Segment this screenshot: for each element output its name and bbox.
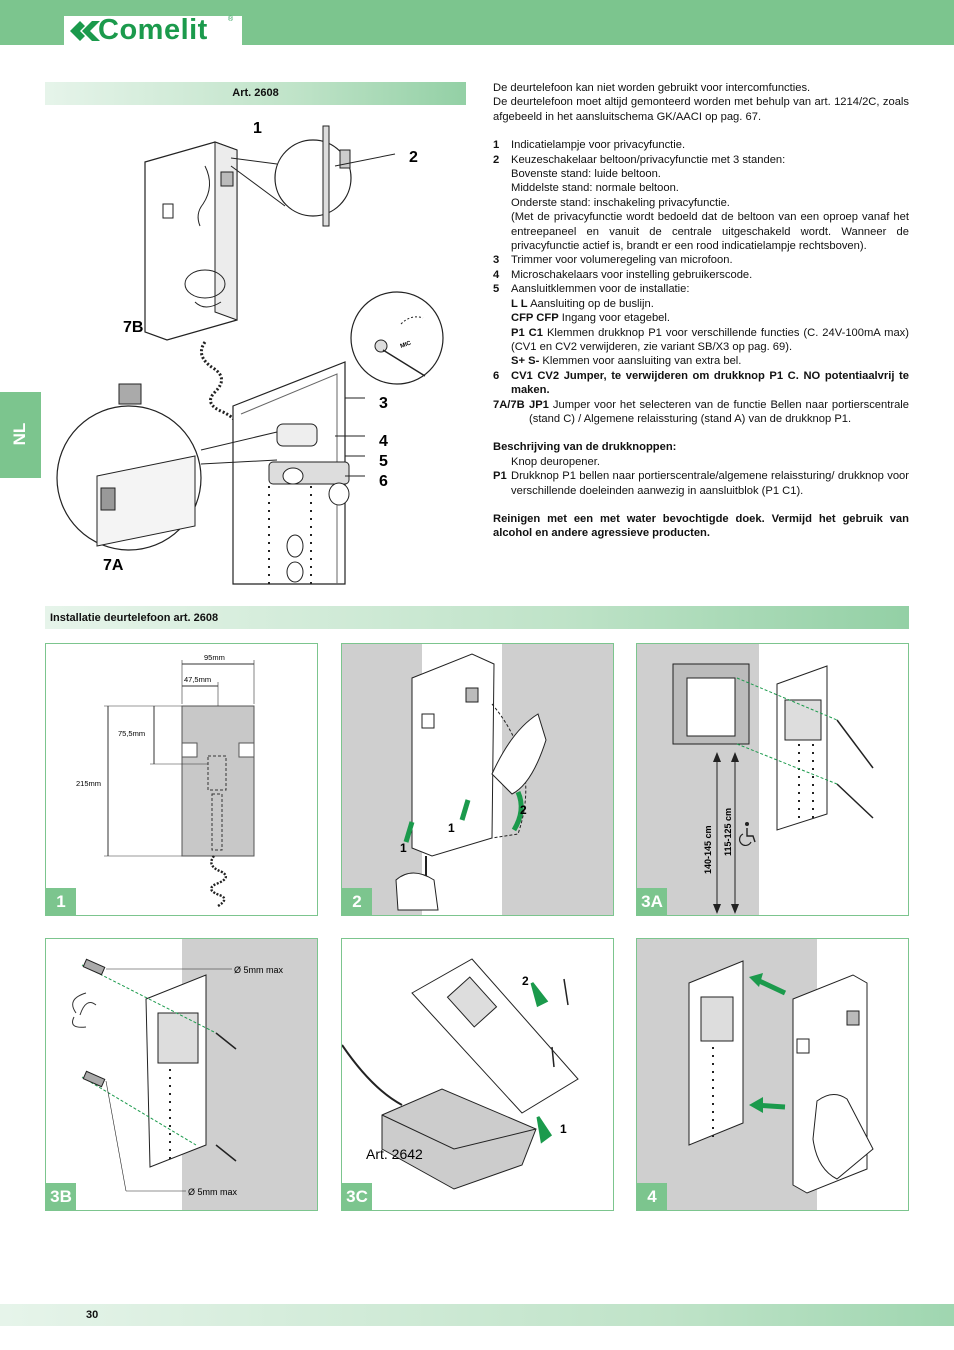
callout-5: 5 (379, 453, 388, 470)
registered-mark: ® (228, 16, 234, 23)
desk-base-drawing: Art. 2642 2 1 (342, 958, 579, 1190)
header-bar: Comelit ® (0, 0, 954, 46)
height-2: 115-125 cm (723, 808, 733, 856)
step-panel-3a: 140-145 cm 115-125 cm 3A (636, 643, 909, 916)
description-text: De deurtelefoon kan niet worden gebruikt… (493, 81, 909, 541)
callout-6: 6 (379, 473, 388, 490)
main-figure: 1 2 3 4 5 6 7B 7A MIC (45, 106, 466, 596)
callout-4: 4 (379, 433, 388, 450)
footer-bar: 30 (0, 1304, 954, 1326)
language-tab-label: NL (10, 422, 29, 446)
step-label: 2 (342, 888, 372, 915)
list-subitem: Middelste stand: normale beltoon. (511, 182, 679, 195)
step-panel-2: 1 1 2 2 (341, 643, 614, 916)
p2-step-2: 2 (520, 803, 527, 817)
list-subitem: Bovenste stand: luide beltoon. (511, 168, 661, 181)
step-label: 1 (46, 888, 76, 915)
intro-line-1: De deurtelefoon kan niet worden gebruikt… (493, 82, 811, 94)
dim-width: 95mm (204, 653, 225, 662)
list-subitem: Onderste stand: inschakeling privacyfunc… (511, 196, 730, 209)
callout-3: 3 (379, 395, 388, 412)
step-panel-4: 4 (636, 938, 909, 1211)
art-label: Art. 2642 (366, 1146, 423, 1162)
intro-line-2: De deurtelefoon moet altijd gemonteerd w… (493, 96, 909, 123)
height-1: 140-145 cm (703, 825, 713, 874)
dim-height: 215mm (76, 779, 101, 788)
section-title-installation: Installatie deurtelefoon art. 2608 (45, 606, 909, 629)
terminal-item: P1 C1 Klemmen drukknop P1 voor verschill… (511, 326, 909, 353)
brand-logo: Comelit ® (64, 14, 242, 46)
handset-drawing (144, 141, 238, 427)
step-panel-3b: Ø 5mm max Ø 5mm max 3B (45, 938, 318, 1211)
handset-diagram: 1 2 3 4 5 6 7B 7A MIC (56, 120, 444, 585)
p2-step-1: 1 (400, 841, 407, 855)
step-panel-3c: Art. 2642 2 1 3C (341, 938, 614, 1211)
callout-1: 1 (253, 120, 262, 137)
zoom-circle-switch (274, 139, 352, 217)
mic-label: MIC (400, 340, 413, 350)
terminal-item: CFP CFP Ingang voor etagebel. (511, 312, 670, 325)
wheelchair-icon (739, 822, 756, 846)
list-item: Knop deuropener. (511, 455, 600, 468)
dim-half: 47,5mm (184, 675, 211, 684)
page-number: 30 (86, 1309, 99, 1321)
terminal-item: S+ S- Klemmen voor aansluiting van extra… (511, 355, 742, 368)
zoom-circle-trimmer (350, 291, 444, 385)
comelit-logo-mark-icon (70, 21, 100, 41)
base-plate-drawing (232, 361, 350, 585)
step-label: 4 (637, 1183, 667, 1210)
drill-note-1: Ø 5mm max (234, 965, 284, 975)
step-panel-1: 95mm 47,5mm 75,5mm 215mm 1 (45, 643, 318, 916)
dimension-drawing: 95mm 47,5mm 75,5mm 215mm (76, 653, 255, 908)
wall-fixing-drawing: Ø 5mm max Ø 5mm max (72, 939, 317, 1210)
step-label: 3A (637, 888, 667, 915)
language-tab: NL (0, 392, 41, 478)
mounting-height-drawing: 140-145 cm 115-125 cm (637, 644, 874, 915)
p3c-step-1: 1 (560, 1122, 567, 1136)
terminal-item: L L Aansluiting op de buslijn. (511, 297, 654, 310)
section-title-art: Art. 2608 (45, 82, 466, 105)
buttons-title: Beschrijving van de drukknoppen: (493, 441, 677, 454)
step-label: 3B (46, 1183, 76, 1210)
list-subitem: (Met de privacyfunctie wordt bedoeld dat… (511, 211, 909, 253)
p2-step-1b: 1 (448, 821, 455, 835)
dim-upper: 75,5mm (118, 729, 145, 738)
p3c-step-2: 2 (522, 974, 529, 988)
step-label: 3C (342, 1183, 372, 1210)
callout-2: 2 (409, 149, 418, 166)
brand-name: Comelit (98, 14, 208, 46)
close-handset-drawing (637, 939, 874, 1210)
drill-note-2: Ø 5mm max (188, 1187, 238, 1197)
callout-7b: 7B (123, 319, 143, 336)
callout-7a: 7A (103, 557, 124, 574)
open-handset-drawing: 1 1 2 (342, 644, 613, 915)
cleaning-note: Reinigen met een met water bevochtigde d… (493, 512, 909, 540)
